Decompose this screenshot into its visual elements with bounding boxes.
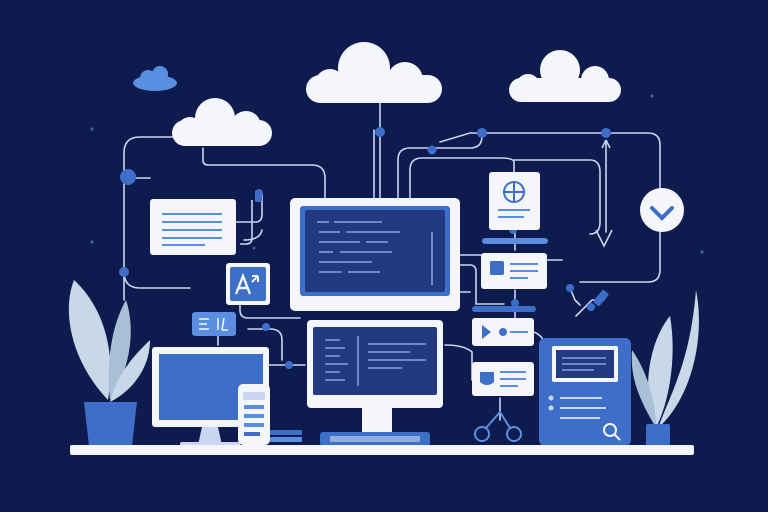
cloud-icon — [133, 66, 177, 91]
book-stack — [270, 430, 302, 442]
document-card — [472, 362, 534, 396]
usb-plug — [593, 290, 609, 306]
divider-bar — [482, 238, 548, 244]
connector-plug — [255, 190, 262, 202]
play-icon — [472, 318, 534, 346]
connector-icon — [474, 410, 522, 442]
cloud-icon — [509, 50, 621, 102]
arrow-connector — [595, 139, 613, 248]
plant-icon — [68, 280, 150, 446]
code-badge — [192, 312, 236, 336]
phone-icon — [238, 384, 270, 445]
cloud-icon — [172, 98, 272, 146]
document-icon — [489, 172, 540, 230]
desk-surface — [70, 445, 694, 455]
monitor-icon — [307, 320, 443, 446]
document-card — [481, 253, 547, 289]
connector-hook — [240, 200, 253, 245]
app-icon — [226, 263, 270, 305]
check-icon — [640, 188, 684, 232]
connection-nodes — [119, 127, 611, 382]
divider-bar — [472, 306, 536, 312]
plant-icon — [631, 290, 699, 446]
cloud-icon — [306, 42, 442, 103]
background-dots — [90, 94, 704, 254]
server-icon — [539, 338, 631, 446]
monitor-icon — [290, 198, 460, 311]
document-card — [150, 199, 236, 255]
